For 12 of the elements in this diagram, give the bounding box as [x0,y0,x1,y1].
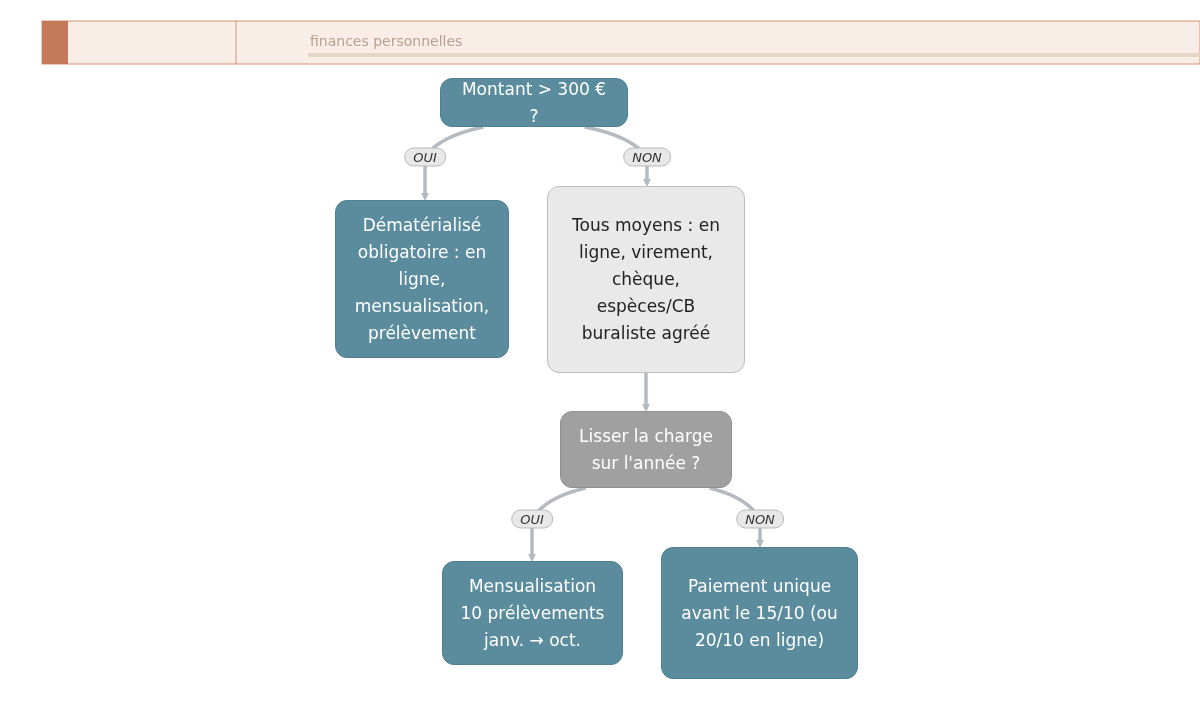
result-box: Paiement unique avant le 15/10 (ou 20/10 en ligne) [661,547,858,679]
edge-label: NON [623,147,671,167]
decision-box: Montant > 300 € ? [440,78,628,127]
edge-label: OUI [511,509,553,529]
header-tagline: finances personnelles [310,33,463,49]
result-box: Mensualisation 10 prélèvements janv. → oct. [442,561,623,665]
decision-box: Lisser la charge sur l'année ? [560,411,732,488]
arrow [642,373,650,412]
result-box: Dématérialisé obligatoire : en ligne, mensualisation, prélèvement [335,200,509,358]
process-box: Tous moyens : en ligne, virement, chèque, espèces/CB buraliste agréé [547,186,745,373]
edge-label: OUI [404,147,446,167]
edge-label: NON [736,509,784,529]
